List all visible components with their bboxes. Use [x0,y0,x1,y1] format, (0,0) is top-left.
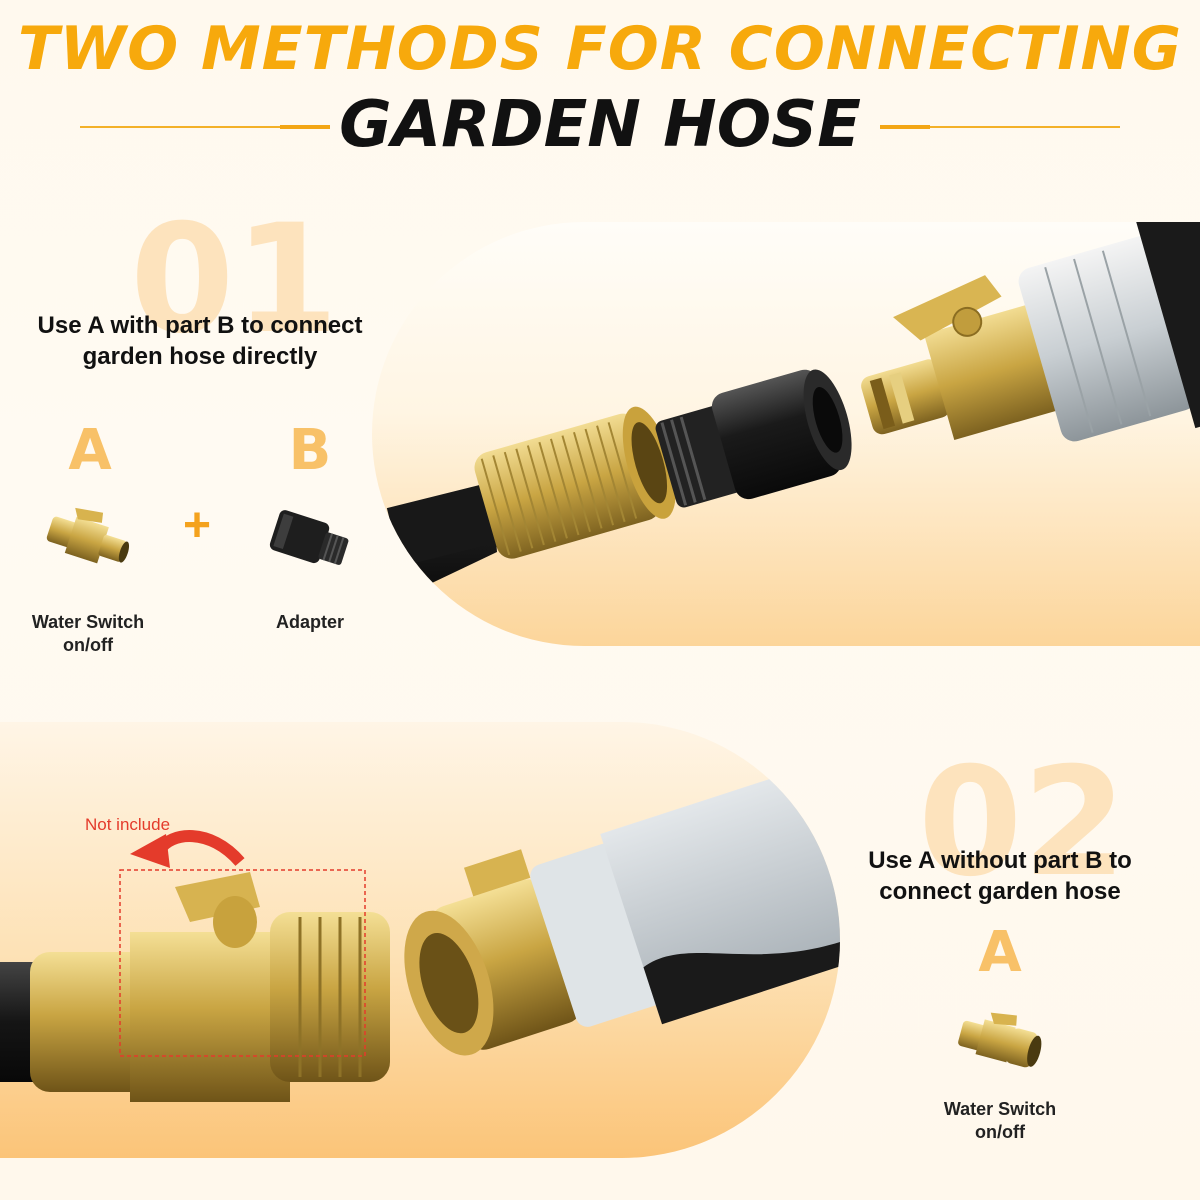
method1-hose-illustration [372,222,1200,602]
method2-description: Use A without part B to connect garden h… [800,845,1200,907]
method1-description: Use A with part B to connect garden hose… [0,310,400,372]
method2-image-panel [0,722,840,1158]
title-line-1: TWO METHODS FOR CONNECTING [17,14,1183,84]
method2-letter-a: A [978,920,1022,985]
method2-part-a-label-line2: on/off [975,1122,1025,1142]
method2-number: 02 [918,736,1127,910]
method1-number: 01 [130,193,339,367]
title-rule-left [80,125,330,129]
method1-image-panel [372,222,1200,646]
method1-part-a-label-line1: Water Switch [31,612,145,632]
method1-part-a-label-line2: on/off [63,635,113,655]
adapter-icon [269,510,349,565]
method1-letter-a: A [68,418,112,483]
method2-part-a-label-line1: Water Switch [943,1099,1057,1119]
method1-part-a-label: Water Switch on/off [18,611,158,657]
water-switch-icon-2 [958,1012,1042,1068]
method1-letter-b: B [288,418,332,483]
water-switch-icon [46,507,130,564]
title-line-2: GARDEN HOSE [339,88,861,162]
method2-hose-illustration [0,753,840,1102]
method1-description-line1: Use A with part B to connect [37,312,363,339]
not-include-label: Not include [85,815,171,834]
title-rule-right [880,125,1120,129]
method2-description-line2: connect garden hose [879,878,1121,905]
method2-description-line1: Use A without part B to [868,847,1132,874]
method1-description-line2: garden hose directly [82,343,318,370]
method1-part-b-label: Adapter [275,612,344,632]
method1-plus: + [183,499,212,552]
method2-part-a-label: Water Switch on/off [920,1098,1080,1144]
